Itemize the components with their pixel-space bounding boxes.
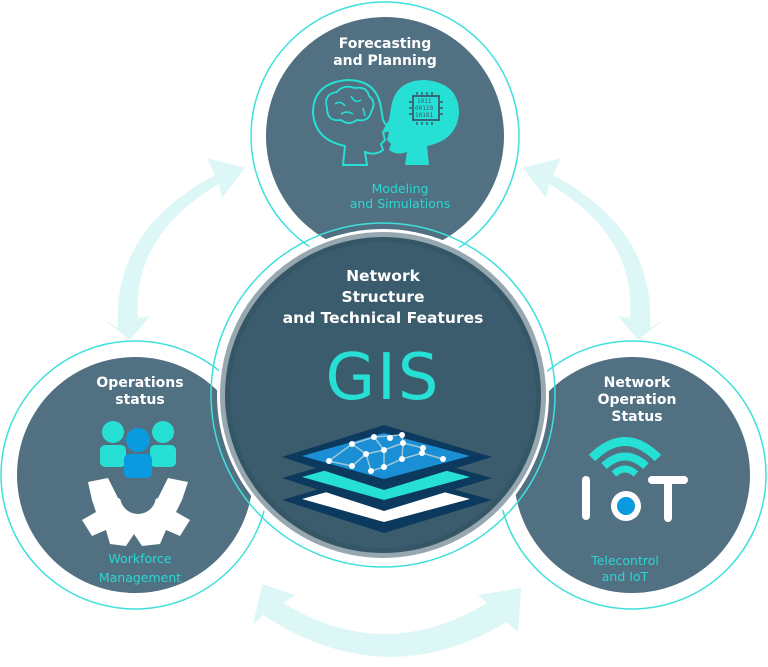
bidirectional-arrow-bottom-icon <box>253 584 521 657</box>
iot-wifi-icon <box>582 437 688 522</box>
bidirectional-arrow-left-top-icon <box>102 158 245 340</box>
map-layers-icon <box>282 425 492 533</box>
chip-text: 1011 <box>417 98 432 105</box>
operations-title: Operations status <box>96 375 184 408</box>
modeling-subtitle: Modeling and Simulations <box>349 181 451 211</box>
forecasting-title: Forecasting and Planning <box>333 36 437 69</box>
team-gear-icon <box>82 421 190 546</box>
bidirectional-arrow-top-right-icon <box>523 158 666 340</box>
network-operation-title: Network Operation Status <box>597 375 677 425</box>
brain-ai-heads-icon: 1011 00110 10101 <box>311 78 459 166</box>
gis-center-title: Network Structure and Technical Features <box>282 267 484 327</box>
telecontrol-subtitle: Telecontrol and IoT <box>591 553 659 584</box>
gis-big-label: GIS <box>325 341 441 415</box>
svg-text:00110: 00110 <box>415 105 433 112</box>
svg-text:10101: 10101 <box>415 112 433 119</box>
workforce-subtitle: Workforce Management <box>98 551 182 585</box>
